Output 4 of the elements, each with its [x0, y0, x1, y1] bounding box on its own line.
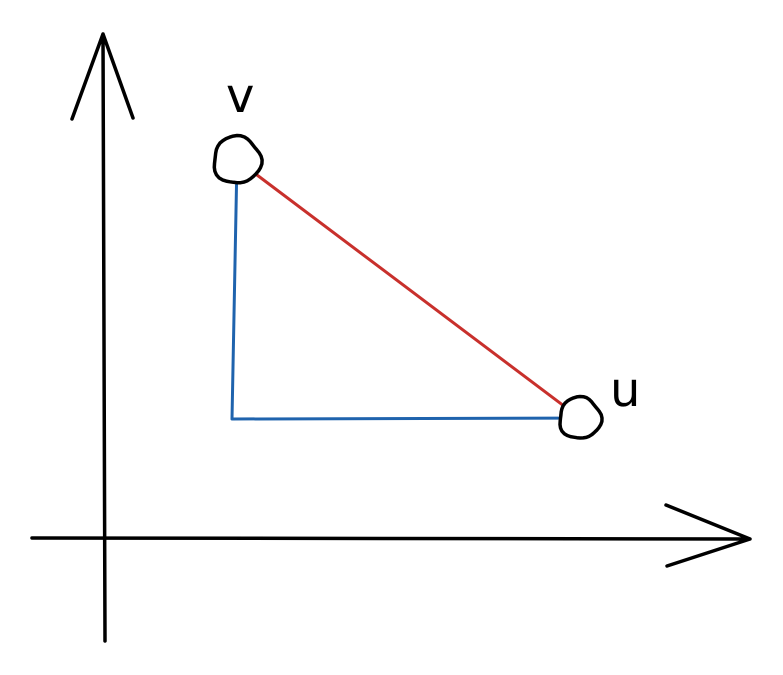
straight-line — [256, 174, 564, 406]
right-angle-path — [230, 184, 560, 420]
point-label: v — [226, 72, 254, 120]
point-label: u — [610, 366, 640, 414]
